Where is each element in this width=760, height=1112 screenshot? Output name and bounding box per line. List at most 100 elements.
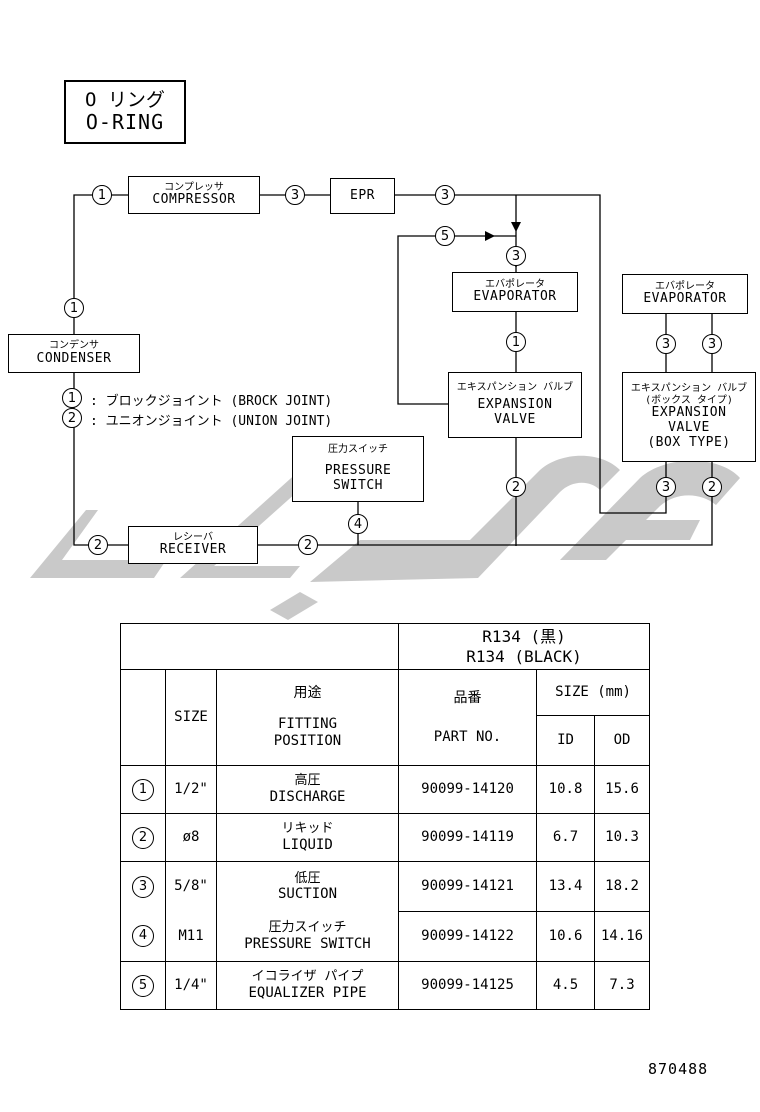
row-od: 14.16	[594, 911, 651, 962]
title-box: O リング O-RING	[64, 80, 186, 144]
evaporator-jp: エバポレータ	[485, 278, 545, 290]
row-marker: 4	[132, 925, 154, 948]
marker-evap2-left: 3	[656, 334, 676, 354]
evaporator-box-2: エバポレータ EVAPORATOR	[622, 274, 748, 314]
box-valve-en3: (BOX TYPE)	[647, 434, 731, 450]
epr-label: EPR	[350, 187, 375, 203]
marker-box-left: 3	[656, 477, 676, 497]
header-fitting-jp: 用途	[293, 685, 322, 702]
table-blank-header	[119, 623, 400, 670]
row-part: 90099-14119	[398, 813, 538, 862]
row-part: 90099-14122	[398, 911, 538, 962]
row-part: 90099-14121	[398, 861, 538, 912]
box-valve-jp2: (ボックス タイプ)	[645, 394, 733, 406]
row-marker: 2	[132, 826, 154, 849]
header-part-en: PART NO.	[433, 728, 502, 745]
row-fitting-en: LIQUID	[282, 836, 333, 853]
evaporator2-jp: エバポレータ	[655, 280, 715, 292]
title-jp: O リング	[85, 88, 165, 111]
header-od: OD	[594, 715, 651, 766]
header-dim: SIZE (mm)	[536, 669, 651, 716]
marker-evap-valve: 1	[506, 332, 526, 352]
row-od: 10.3	[594, 813, 651, 862]
legend-text-1: : ブロックジョイント (BROCK JOINT)	[90, 394, 333, 409]
row-size: M11	[165, 911, 217, 962]
legend-marker-1: 1	[62, 388, 82, 408]
expansion-valve-en1: EXPANSION	[477, 396, 553, 412]
header-fitting-en1: FITTING	[278, 716, 338, 733]
pressure-switch-jp: 圧力スイッチ	[328, 444, 388, 456]
condenser-box: コンデンサ CONDENSER	[8, 334, 140, 373]
expansion-valve-jp: エキスパンション バルブ	[456, 382, 574, 394]
table-row: 1 1/2" 高圧 DISCHARGE 90099-14120 10.8 15.…	[120, 765, 651, 814]
compressor-en: COMPRESSOR	[152, 192, 236, 208]
marker-pressure-switch: 4	[348, 514, 368, 534]
box-valve-en1: EXPANSION	[651, 405, 727, 421]
title-en: O-RING	[85, 110, 165, 135]
marker-receiver-out: 2	[298, 535, 318, 555]
row-fitting-en: DISCHARGE	[269, 788, 346, 805]
pressure-switch-en1: PRESSURE	[324, 462, 392, 478]
expansion-valve-box-type: エキスパンション バルブ (ボックス タイプ) EXPANSION VALVE …	[622, 372, 756, 462]
row-fitting-en: EQUALIZER PIPE	[248, 984, 367, 1001]
row-part: 90099-14125	[398, 961, 538, 1010]
marker-receiver-in: 2	[88, 535, 108, 555]
evaporator-box: エバポレータ EVAPORATOR	[452, 272, 578, 312]
row-od: 7.3	[594, 961, 651, 1010]
row-fitting-jp: イコライザ パイプ	[251, 969, 364, 985]
receiver-box: レシーバ RECEIVER	[128, 526, 258, 564]
row-fitting-jp: リキッド	[281, 821, 334, 837]
epr-box: EPR	[330, 178, 395, 214]
receiver-en: RECEIVER	[159, 542, 227, 558]
row-od: 15.6	[594, 765, 651, 814]
row-id: 10.6	[536, 911, 596, 962]
row-id: 6.7	[536, 813, 596, 862]
header-part: 品番 PART NO.	[398, 669, 538, 766]
marker-evaporator-in: 3	[506, 246, 526, 266]
expansion-valve-en2: VALVE	[494, 411, 536, 427]
header-part-jp: 品番	[453, 689, 482, 706]
row-fitting-en: SUCTION	[278, 886, 338, 903]
pressure-switch-en2: SWITCH	[333, 477, 383, 493]
marker-condenser-left: 1	[64, 298, 84, 318]
row-marker: 5	[132, 974, 154, 997]
marker-valve-bottom: 2	[506, 477, 526, 497]
refrigerant-header: R134 (黒) R134 (BLACK)	[398, 623, 651, 670]
row-fitting: 圧力スイッチ PRESSURE SWITCH	[215, 911, 400, 962]
header-num	[120, 669, 166, 766]
row-fitting: イコライザ パイプ EQUALIZER PIPE	[215, 961, 400, 1010]
table-row: 3 5/8" 低圧 SUCTION 90099-14121 13.4 18.2	[120, 861, 651, 912]
evaporator2-en: EVAPORATOR	[643, 291, 727, 307]
receiver-jp: レシーバ	[173, 531, 213, 543]
legend-text-2: : ユニオンジョイント (UNION JOINT)	[90, 414, 333, 429]
table-row: 4 M11 圧力スイッチ PRESSURE SWITCH 90099-14122…	[120, 911, 651, 962]
header-size: SIZE	[165, 669, 217, 766]
marker-box-right: 2	[702, 477, 722, 497]
expansion-valve-box: エキスパンション バルブ EXPANSION VALVE	[448, 372, 582, 438]
row-od: 18.2	[594, 861, 651, 912]
row-marker: 1	[132, 778, 154, 801]
box-valve-jp1: エキスパンション バルブ	[630, 383, 748, 395]
refrigerant-en: R134 (BLACK)	[466, 646, 582, 666]
marker-equalizer: 5	[435, 226, 455, 246]
row-marker: 3	[132, 875, 154, 898]
row-fitting: 低圧 SUCTION	[215, 861, 400, 912]
marker-compressor-epr: 3	[285, 185, 305, 205]
row-size: 5/8"	[165, 861, 217, 912]
box-valve-en2: VALVE	[668, 420, 710, 436]
pressure-switch-box: 圧力スイッチ PRESSURE SWITCH	[292, 436, 424, 502]
header-fitting: 用途 FITTING POSITION	[215, 669, 400, 766]
document-number: 870488	[648, 1060, 709, 1078]
row-size: 1/4"	[165, 961, 217, 1010]
compressor-jp: コンプレッサ	[164, 181, 224, 193]
row-fitting: リキッド LIQUID	[215, 813, 400, 862]
marker-evap2-right: 3	[702, 334, 722, 354]
legend-marker-2: 2	[62, 408, 82, 428]
condenser-jp: コンデンサ	[49, 340, 99, 352]
row-fitting: 高圧 DISCHARGE	[215, 765, 400, 814]
header-fitting-en2: POSITION	[273, 732, 342, 749]
compressor-box: コンプレッサ COMPRESSOR	[128, 176, 260, 214]
row-fitting-jp: 高圧	[294, 773, 321, 789]
marker-epr-out: 3	[435, 185, 455, 205]
condenser-en: CONDENSER	[36, 350, 112, 366]
